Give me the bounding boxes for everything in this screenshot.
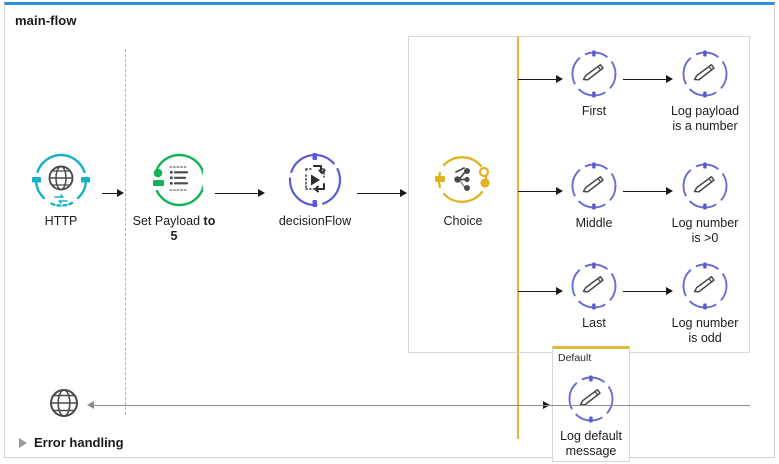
node-label-choice: Choice: [443, 214, 483, 228]
choice-router-icon-wrap: [434, 151, 492, 209]
logger-icon-wrap-log-gt-zero: [680, 161, 730, 211]
node-label-logger-last: Log number is odd: [671, 316, 739, 345]
node-logger-default[interactable]: Log default message: [546, 374, 636, 459]
choice-router-icon: [435, 156, 490, 203]
logger-pencil-icon: [682, 162, 728, 210]
connector-setpayload-to-decisionflow: [215, 187, 265, 199]
connector-bus-to-last: [518, 285, 563, 297]
globe-icon: [50, 389, 78, 417]
node-logger-middle[interactable]: Log number is >0: [660, 161, 750, 246]
node-branch-first[interactable]: First: [549, 49, 639, 119]
node-logger-first[interactable]: Log payload is a number: [660, 49, 750, 134]
node-label-http: HTTP: [44, 214, 78, 228]
node-label-decision-flow: decisionFlow: [278, 214, 352, 228]
logger-pencil-icon: [682, 262, 728, 310]
logger-icon-wrap-middle: [569, 161, 619, 211]
connector-decisionflow-to-choice: [357, 187, 407, 199]
connector-middle-to-logger: [623, 185, 673, 197]
page-title: main-flow: [15, 13, 77, 28]
node-label-set-payload: Set Payload to 5: [132, 214, 216, 243]
return-globe-icon-wrap: [47, 386, 81, 420]
node-logger-last[interactable]: Log number is odd: [660, 261, 750, 346]
logger-pencil-icon: [571, 262, 617, 310]
logger-icon-wrap-first: [569, 49, 619, 99]
node-branch-last[interactable]: Last: [549, 261, 639, 331]
triangle-right-icon[interactable]: [19, 437, 27, 448]
node-label-branch-last: Last: [582, 316, 606, 330]
branch-region-box: [518, 36, 750, 353]
connector-return-path: [87, 399, 750, 411]
node-branch-middle[interactable]: Middle: [549, 161, 639, 231]
flow-reference-icon: [288, 153, 342, 207]
connector-http-to-setpayload: [102, 187, 124, 199]
connector-first-to-logger: [623, 73, 673, 85]
node-set-payload[interactable]: Set Payload to 5: [129, 151, 219, 244]
main-flow-container[interactable]: main-flow: [4, 2, 775, 462]
source-divider: [125, 49, 126, 415]
node-label-branch-first: First: [581, 104, 607, 118]
http-icon-wrap: [32, 151, 90, 209]
default-scope-title: Default: [558, 352, 592, 364]
logger-pencil-icon: [571, 162, 617, 210]
logger-icon-wrap-log-number: [680, 49, 730, 99]
error-handling-section[interactable]: Error handling: [19, 435, 124, 450]
connector-bus-to-first: [518, 73, 563, 85]
error-handling-label: Error handling: [34, 435, 124, 450]
flow-reference-icon-wrap: [286, 151, 344, 209]
node-label-logger-middle: Log number is >0: [671, 216, 739, 245]
node-label-branch-middle: Middle: [575, 216, 613, 230]
node-label-logger-first: Log payload is a number: [670, 104, 740, 133]
choice-branch-bus: [517, 36, 519, 439]
node-choice[interactable]: Choice: [418, 151, 508, 229]
connector-bus-to-middle: [518, 185, 563, 197]
logger-icon-wrap-log-odd: [680, 261, 730, 311]
logger-pencil-icon: [682, 50, 728, 98]
node-decision-flow[interactable]: decisionFlow: [270, 151, 360, 229]
default-scope-box[interactable]: Default: [552, 346, 630, 462]
logger-pencil-icon: [571, 50, 617, 98]
logger-icon-wrap-last: [569, 261, 619, 311]
set-payload-icon: [153, 153, 206, 207]
set-payload-icon-wrap: [145, 151, 206, 209]
node-http[interactable]: HTTP: [16, 151, 106, 229]
node-label-logger-default: Log default message: [560, 429, 622, 458]
globe-icon: [32, 153, 90, 207]
connector-last-to-logger: [623, 285, 673, 297]
